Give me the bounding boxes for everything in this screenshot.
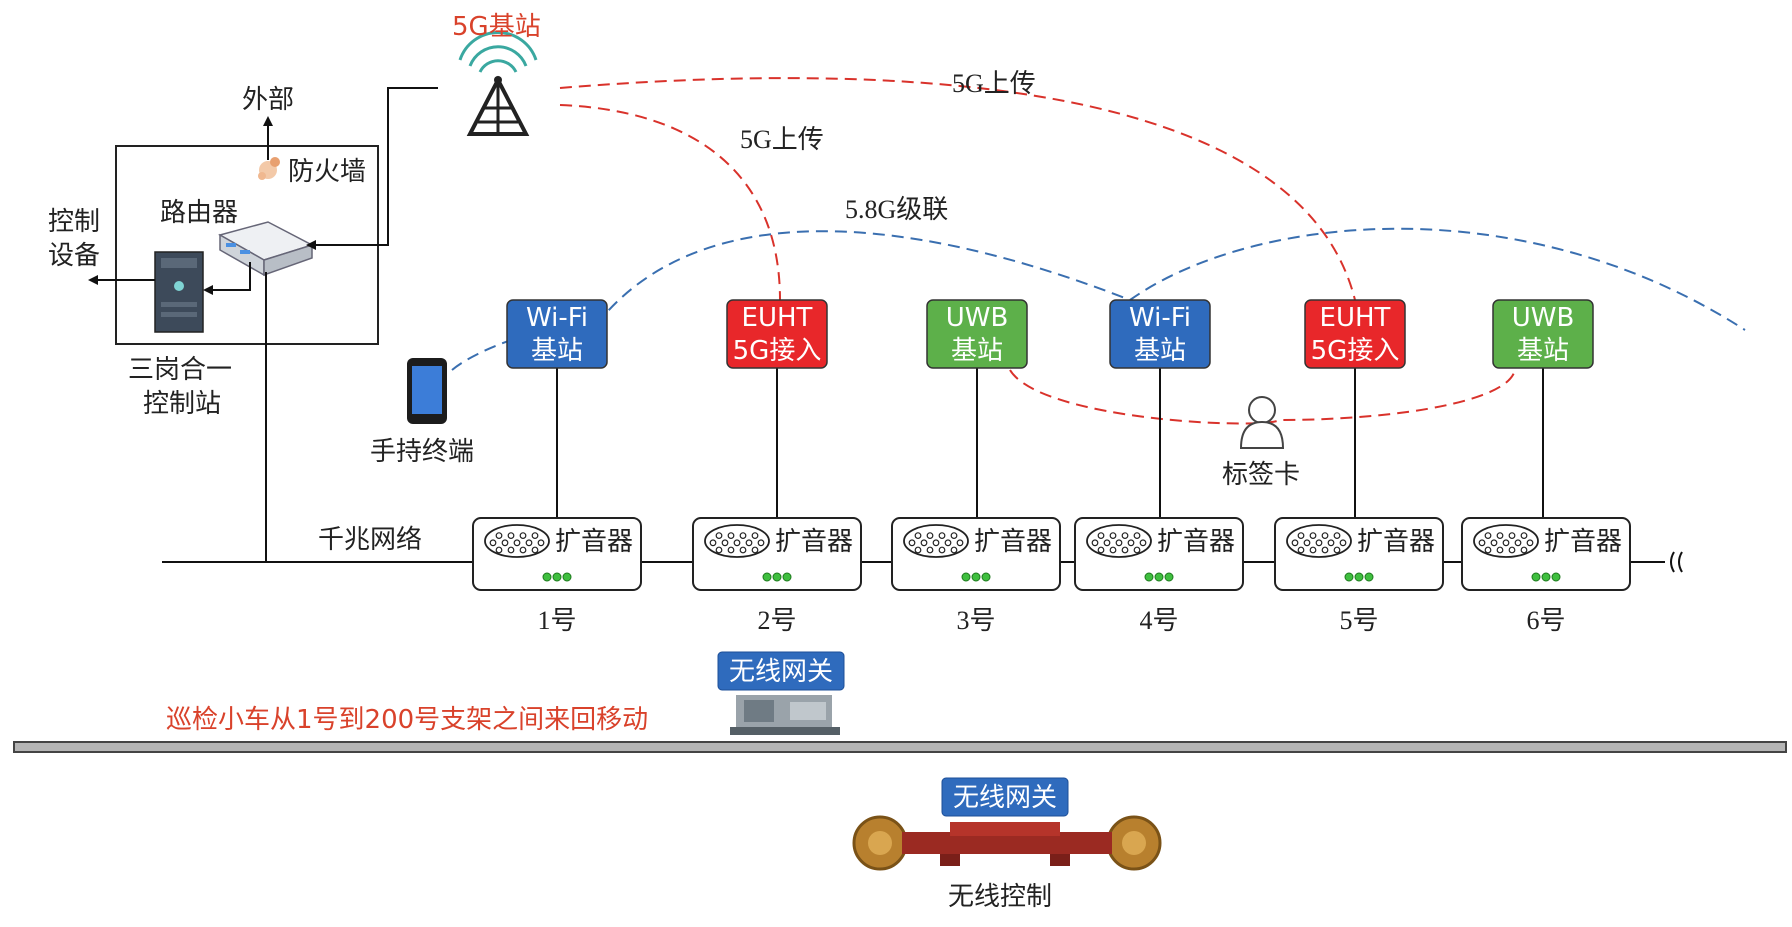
- speaker-number: 5号: [1339, 606, 1378, 635]
- speaker-number: 2号: [757, 606, 796, 635]
- station-router-link: [306, 87, 438, 250]
- station-label-line1: UWB: [946, 303, 1009, 333]
- speaker-label: 扩音器: [1544, 527, 1622, 557]
- speaker-1: 扩音器 1号: [472, 517, 642, 635]
- link-5g-upload-near: [559, 104, 781, 301]
- station-box: [1109, 299, 1211, 369]
- led-indicator-icon: [762, 572, 792, 582]
- external-label: 外部: [242, 85, 294, 115]
- control-station-label-2: 控制站: [143, 389, 221, 419]
- led-indicator-icon: [961, 572, 991, 582]
- speaker-label: 扩音器: [1357, 527, 1435, 557]
- patrol-note: 巡检小车从1号到200号支架之间来回移动: [166, 705, 648, 735]
- led-indicator-icon: [1144, 572, 1174, 582]
- led-indicator-icon: [1344, 572, 1374, 582]
- station-label-line2: 5G接入: [733, 336, 822, 366]
- wireless-control-label: 无线控制: [948, 882, 1052, 912]
- router-icon: [218, 221, 314, 277]
- station-label-line2: 5G接入: [1311, 336, 1400, 366]
- speakers: 扩音器 1号 扩音器 2号 扩音器 3号 扩音器 4号 扩音器 5号 扩音器 6号: [472, 517, 1631, 635]
- speaker-grill-icon: [704, 524, 770, 558]
- speaker-5: 扩音器 5号: [1274, 517, 1444, 635]
- speaker-label: 扩音器: [974, 527, 1052, 557]
- gigabit-label: 千兆网络: [318, 525, 422, 555]
- speaker-number: 1号: [537, 606, 576, 635]
- break-symbol-icon: [1670, 551, 1683, 573]
- speaker-grill-icon: [1086, 524, 1152, 558]
- station-box: [506, 299, 608, 369]
- speaker-number: 3号: [956, 606, 995, 635]
- speaker-grill-icon: [484, 524, 550, 558]
- link-uwb-tag: [1009, 364, 1517, 425]
- station-box: [726, 299, 828, 369]
- speaker-label: 扩音器: [1157, 527, 1235, 557]
- tag-card-label: 标签卡: [1222, 460, 1300, 490]
- control-device-label-1: 控制: [48, 207, 100, 237]
- handheld-icon: [407, 358, 447, 424]
- router-server-link: [203, 262, 251, 295]
- speaker-number: 4号: [1139, 606, 1178, 635]
- station-label-line1: EUHT: [1320, 303, 1391, 333]
- station-label-line1: EUHT: [742, 303, 813, 333]
- station-box: [1492, 299, 1594, 369]
- station-label-line2: 基站: [1134, 336, 1186, 366]
- gateway-badge-2: 无线网关: [941, 777, 1069, 817]
- speaker-2: 扩音器 2号: [692, 517, 862, 635]
- gateway-badge-1: 无线网关: [717, 651, 845, 691]
- rail: [13, 741, 1787, 753]
- link-5g-upload-label-2: 5G上传: [740, 125, 824, 154]
- led-indicator-icon: [542, 572, 572, 582]
- speaker-grill-icon: [1286, 524, 1352, 558]
- speaker-label: 扩音器: [555, 527, 633, 557]
- speaker-number: 6号: [1526, 606, 1565, 635]
- control-device-label-2: 设备: [48, 241, 100, 271]
- station-label-line2: 基站: [951, 336, 1003, 366]
- 5g-station-label: 5G基站: [452, 12, 541, 42]
- station-label-line1: Wi-Fi: [526, 303, 588, 333]
- patrol-cart-icon: [730, 695, 840, 735]
- speaker-6: 扩音器 6号: [1461, 517, 1631, 635]
- link-5g-upload-far: [559, 77, 1356, 301]
- firewall-label: 防火墙: [288, 157, 366, 187]
- speaker-label: 扩音器: [775, 527, 853, 557]
- speaker-grill-icon: [1473, 524, 1539, 558]
- link-5g-upload-label-1: 5G上传: [952, 69, 1036, 98]
- control-station-label-1: 三岗合一: [128, 355, 232, 385]
- speaker-3: 扩音器 3号: [891, 517, 1061, 635]
- speaker-4: 扩音器 4号: [1074, 517, 1244, 635]
- station-label-line1: UWB: [1512, 303, 1575, 333]
- station-label-line2: 基站: [1517, 336, 1569, 366]
- tower-icon: [458, 30, 538, 136]
- link-58g-label: 5.8G级联: [845, 195, 948, 224]
- person-icon: [1239, 396, 1285, 449]
- station-box: [1304, 299, 1406, 369]
- firewall-icon: [258, 157, 280, 180]
- gateway-label-1: 无线网关: [729, 657, 833, 687]
- shearer-icon: [852, 815, 1162, 871]
- station-box: [926, 299, 1028, 369]
- led-indicator-icon: [1531, 572, 1561, 582]
- handheld-label: 手持终端: [370, 437, 474, 467]
- gateway-label-2: 无线网关: [953, 783, 1057, 813]
- station-label-line1: Wi-Fi: [1129, 303, 1191, 333]
- speaker-grill-icon: [903, 524, 969, 558]
- wireless-links: [451, 77, 1746, 425]
- server-icon: [154, 251, 204, 333]
- router-label: 路由器: [160, 198, 238, 228]
- station-label-line2: 基站: [531, 336, 583, 366]
